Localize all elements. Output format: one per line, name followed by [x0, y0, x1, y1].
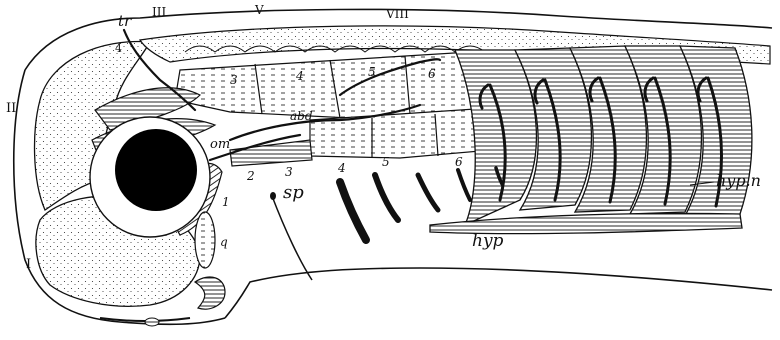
lower-num-1: 1	[222, 195, 230, 209]
trunk-myotomes	[430, 46, 752, 234]
gut-coil	[195, 277, 225, 309]
label-abd: abd	[290, 109, 313, 123]
label-hyp-n: hyp.n	[716, 171, 761, 190]
eye-lens	[115, 129, 197, 211]
upper-myotomes	[175, 52, 472, 118]
lower-num-2: 2	[246, 169, 255, 183]
label-om: om	[210, 137, 230, 152]
label-II: II	[6, 101, 16, 116]
heart-bulb	[145, 318, 159, 326]
label-q: q	[220, 235, 228, 249]
lower-num-3: 3	[285, 165, 293, 179]
label-sp: sp	[283, 182, 304, 203]
somite-3: 3	[230, 73, 238, 87]
label-VIII: VIII	[385, 7, 409, 21]
lower-num-4: 4	[337, 161, 346, 175]
gill-q	[195, 212, 215, 268]
somite-4: 4	[295, 69, 304, 83]
label-III: III	[152, 5, 166, 19]
label-hyp: hyp	[472, 231, 504, 251]
somite-6: 6	[428, 67, 436, 81]
label-4-top: 4	[115, 42, 122, 55]
somite-5: 5	[368, 65, 376, 79]
label-I: I	[26, 257, 31, 272]
label-V: V	[254, 3, 264, 17]
label-tr: tr	[118, 12, 132, 30]
lower-num-6: 6	[455, 155, 463, 169]
lower-num-5: 5	[382, 155, 390, 169]
